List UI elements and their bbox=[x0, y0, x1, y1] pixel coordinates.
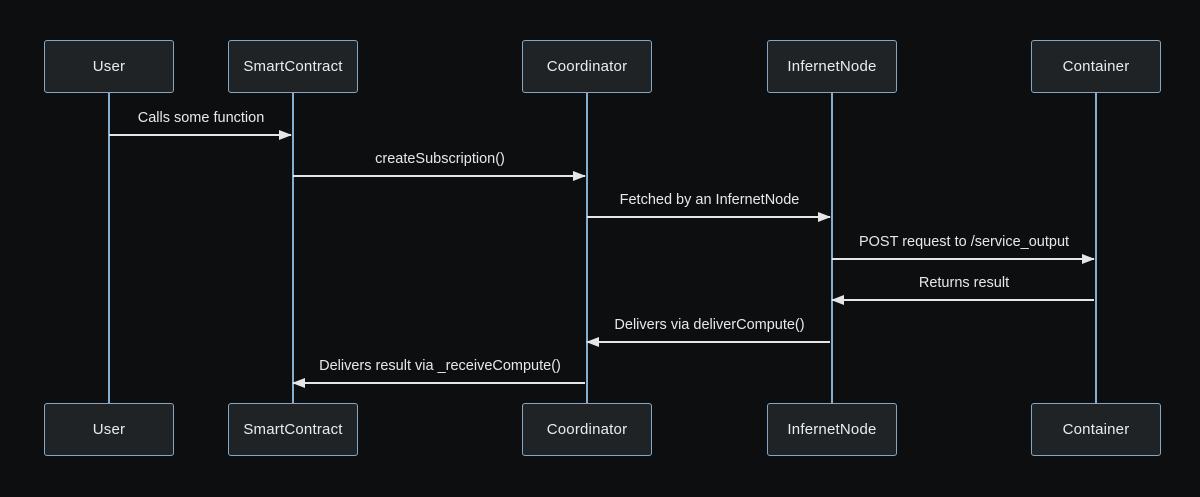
message-label-1: Calls some function bbox=[137, 110, 265, 126]
arrowhead-left-icon bbox=[292, 378, 305, 388]
message-label-5: Returns result bbox=[918, 275, 1010, 291]
actor-label: InfernetNode bbox=[787, 421, 877, 438]
actor-box-user-top: User bbox=[44, 40, 174, 93]
message-arrow-1 bbox=[109, 130, 292, 140]
actor-box-user-bottom: User bbox=[44, 403, 174, 456]
actor-box-smart-contract-top: SmartContract bbox=[228, 40, 358, 93]
message-label-3: Fetched by an InfernetNode bbox=[619, 192, 800, 208]
arrowhead-right-icon bbox=[573, 171, 586, 181]
lifeline-coordinator bbox=[586, 92, 588, 404]
actor-label: SmartContract bbox=[243, 421, 343, 438]
arrowhead-left-icon bbox=[586, 337, 599, 347]
message-label-2: createSubscription() bbox=[375, 151, 505, 167]
actor-box-smart-contract-bottom: SmartContract bbox=[228, 403, 358, 456]
actor-box-container-top: Container bbox=[1031, 40, 1161, 93]
actor-box-coordinator-bottom: Coordinator bbox=[522, 403, 652, 456]
arrowhead-right-icon bbox=[1082, 254, 1095, 264]
arrowhead-right-icon bbox=[818, 212, 831, 222]
message-arrow-2 bbox=[293, 171, 586, 181]
message-label-6: Delivers via deliverCompute() bbox=[614, 317, 805, 333]
actor-label: InfernetNode bbox=[787, 58, 877, 75]
lifeline-smart-contract bbox=[292, 92, 294, 404]
actor-box-infernet-node-top: InfernetNode bbox=[767, 40, 897, 93]
message-label-7: Delivers result via _receiveCompute() bbox=[319, 358, 561, 374]
lifeline-user bbox=[108, 92, 110, 404]
arrowhead-left-icon bbox=[831, 295, 844, 305]
actor-box-infernet-node-bottom: InfernetNode bbox=[767, 403, 897, 456]
actor-label: Coordinator bbox=[546, 58, 628, 75]
message-arrow-3 bbox=[587, 212, 831, 222]
lifeline-container bbox=[1095, 92, 1097, 404]
message-arrow-4 bbox=[832, 254, 1095, 264]
message-arrow-6 bbox=[586, 337, 830, 347]
message-arrow-7 bbox=[292, 378, 585, 388]
actor-label: Container bbox=[1062, 421, 1130, 438]
message-arrow-5 bbox=[831, 295, 1094, 305]
message-label-4: POST request to /service_output bbox=[858, 234, 1070, 250]
actor-label: User bbox=[92, 58, 126, 75]
actor-box-container-bottom: Container bbox=[1031, 403, 1161, 456]
actor-label: Container bbox=[1062, 58, 1130, 75]
arrowhead-right-icon bbox=[279, 130, 292, 140]
actor-label: Coordinator bbox=[546, 421, 628, 438]
actor-label: SmartContract bbox=[243, 58, 343, 75]
actor-box-coordinator-top: Coordinator bbox=[522, 40, 652, 93]
actor-label: User bbox=[92, 421, 126, 438]
lifeline-infernet-node bbox=[831, 92, 833, 404]
